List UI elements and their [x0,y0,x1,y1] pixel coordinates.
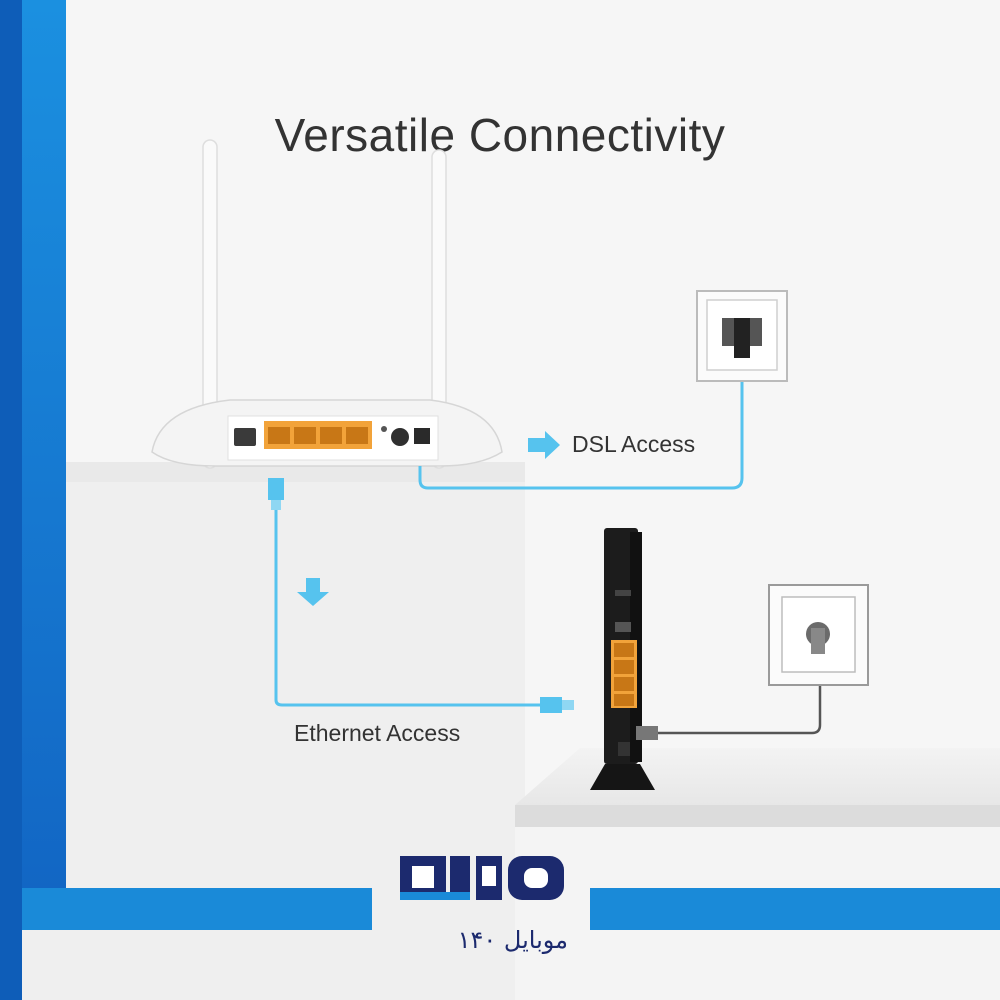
power-outlet-icon [768,584,869,686]
ethernet-access-label: Ethernet Access [294,720,461,746]
arrow-right-icon [528,431,560,459]
brand-logo [400,856,564,900]
router-icon [151,139,503,469]
page-title: Versatile Connectivity [274,109,726,161]
dsl-access-label: DSL Access [572,431,696,457]
brand-persian-text: موبایل ۱۴۰ [457,926,568,954]
arrow-down-icon [297,578,329,606]
modem-icon [590,528,655,790]
wall-jack-icon [696,290,788,382]
